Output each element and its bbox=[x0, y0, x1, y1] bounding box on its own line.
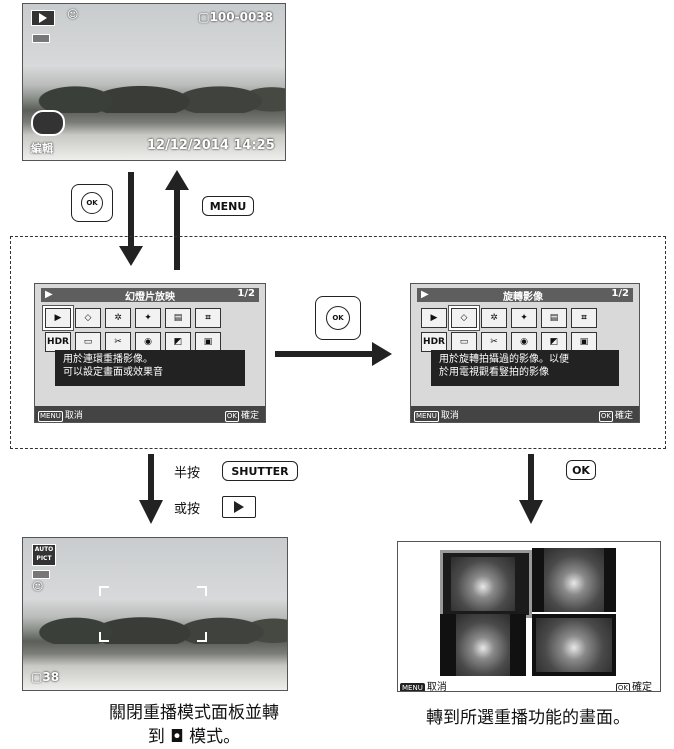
focus-frame bbox=[99, 586, 207, 684]
crop-icon[interactable]: ⌗ bbox=[195, 308, 221, 328]
filter-icon[interactable]: ✲ bbox=[105, 308, 131, 328]
face-icon: ☺ bbox=[32, 580, 43, 593]
play-icon: ▶ bbox=[421, 289, 429, 300]
digital-filter-icon[interactable]: ✦ bbox=[135, 308, 161, 328]
or-press-label: 或按 bbox=[174, 498, 200, 517]
rotation-option-0[interactable] bbox=[440, 550, 532, 618]
folder-file-number: ▢100-0038 bbox=[198, 10, 273, 24]
crop-icon[interactable]: ⌗ bbox=[571, 308, 597, 328]
filter-icon[interactable]: ✲ bbox=[481, 308, 507, 328]
slideshow-icon[interactable]: ▶ bbox=[45, 308, 71, 328]
start-image-icon[interactable]: ◩ bbox=[165, 332, 191, 352]
menu-button-key[interactable]: MENU bbox=[202, 196, 254, 216]
collage-icon[interactable]: ▣ bbox=[195, 332, 221, 352]
function-description: 用於旋轉拍攝過的影像。以便 於用電視觀看豎拍的影像 bbox=[431, 350, 619, 386]
movie-edit-icon[interactable]: ✂ bbox=[481, 332, 507, 352]
caption-left: 關閉重播模式面板並轉 到 ◘ 模式。 bbox=[96, 701, 292, 749]
menu-title: 旋轉影像 bbox=[503, 288, 543, 303]
frame-icon[interactable]: ▭ bbox=[75, 332, 101, 352]
rotation-option-180[interactable] bbox=[532, 614, 616, 676]
page-number: 1/2 bbox=[237, 288, 255, 299]
cancel-label: 取消 bbox=[65, 411, 83, 421]
rotate-icon[interactable]: ◇ bbox=[75, 308, 101, 328]
collage-icon[interactable]: ▣ bbox=[571, 332, 597, 352]
battery-icon bbox=[32, 570, 50, 579]
play-mode-icon bbox=[31, 10, 55, 26]
edit-icon[interactable] bbox=[31, 110, 65, 136]
frame-icon[interactable]: ▭ bbox=[451, 332, 477, 352]
ok-key-label[interactable]: OK bbox=[566, 460, 596, 480]
datetime: 12/12/2014 14:25 bbox=[147, 138, 275, 153]
hdr-icon[interactable]: HDR bbox=[45, 332, 71, 352]
hdr-icon[interactable]: HDR bbox=[421, 332, 447, 352]
arrow-down-right bbox=[528, 454, 534, 504]
cancel-label: 取消 bbox=[441, 411, 459, 421]
resize-icon[interactable]: ▤ bbox=[541, 308, 567, 328]
play-icon bbox=[234, 501, 244, 513]
edit-label: 編輯 bbox=[31, 140, 53, 156]
confirm-label: 確定 bbox=[241, 411, 259, 421]
playback-button-key[interactable] bbox=[222, 496, 256, 518]
remaining-shots: ▢38 bbox=[31, 670, 59, 684]
face-icon: ☺ bbox=[67, 8, 78, 21]
play-icon: ▶ bbox=[45, 289, 53, 300]
shutter-button-key[interactable]: SHUTTER bbox=[222, 461, 298, 481]
function-description: 用於連環重播影像。 可以設定畫面或效果音 bbox=[55, 350, 245, 386]
digital-filter-icon[interactable]: ✦ bbox=[511, 308, 537, 328]
playback-palette-right: ▶ 旋轉影像 1/2 ▶ ◇ ✲ ✦ ▤ ⌗ HDR ▭ ✂ ◉ ◩ ▣ 用於旋… bbox=[410, 283, 640, 423]
cancel-label: 取消 bbox=[427, 682, 447, 692]
rotate-icon[interactable]: ◇ bbox=[451, 308, 477, 328]
arrow-down-left bbox=[148, 454, 154, 504]
start-image-icon[interactable]: ◩ bbox=[541, 332, 567, 352]
ok-button-key[interactable]: OK bbox=[71, 184, 113, 222]
battery-icon bbox=[32, 34, 50, 43]
rotation-option-90[interactable] bbox=[532, 548, 616, 612]
confirm-label: 確定 bbox=[615, 411, 633, 421]
rotation-option-270[interactable] bbox=[440, 614, 526, 676]
red-eye-icon[interactable]: ◉ bbox=[511, 332, 537, 352]
half-press-label: 半按 bbox=[174, 462, 200, 481]
movie-edit-icon[interactable]: ✂ bbox=[105, 332, 131, 352]
playback-palette-left: ▶ 幻燈片放映 1/2 ▶ ◇ ✲ ✦ ▤ ⌗ HDR ▭ ✂ ◉ ◩ ▣ 用於… bbox=[34, 283, 266, 423]
four-way-controller-key[interactable]: OK bbox=[315, 296, 361, 340]
resize-icon[interactable]: ▤ bbox=[165, 308, 191, 328]
menu-title: 幻燈片放映 bbox=[125, 288, 175, 303]
caption-right: 轉到所選重播功能的畫面。 bbox=[388, 706, 668, 730]
page-number: 1/2 bbox=[611, 288, 629, 299]
auto-pict-icon: AUTO PICT bbox=[32, 544, 56, 566]
confirm-label: 確定 bbox=[632, 682, 652, 692]
playback-screen: ☺ ▢100-0038 編輯 12/12/2014 14:25 bbox=[22, 3, 286, 161]
capture-screen: AUTO PICT ☺ ▢38 bbox=[22, 537, 288, 691]
slideshow-icon[interactable]: ▶ bbox=[421, 308, 447, 328]
red-eye-icon[interactable]: ◉ bbox=[135, 332, 161, 352]
arrow-right bbox=[275, 351, 375, 357]
